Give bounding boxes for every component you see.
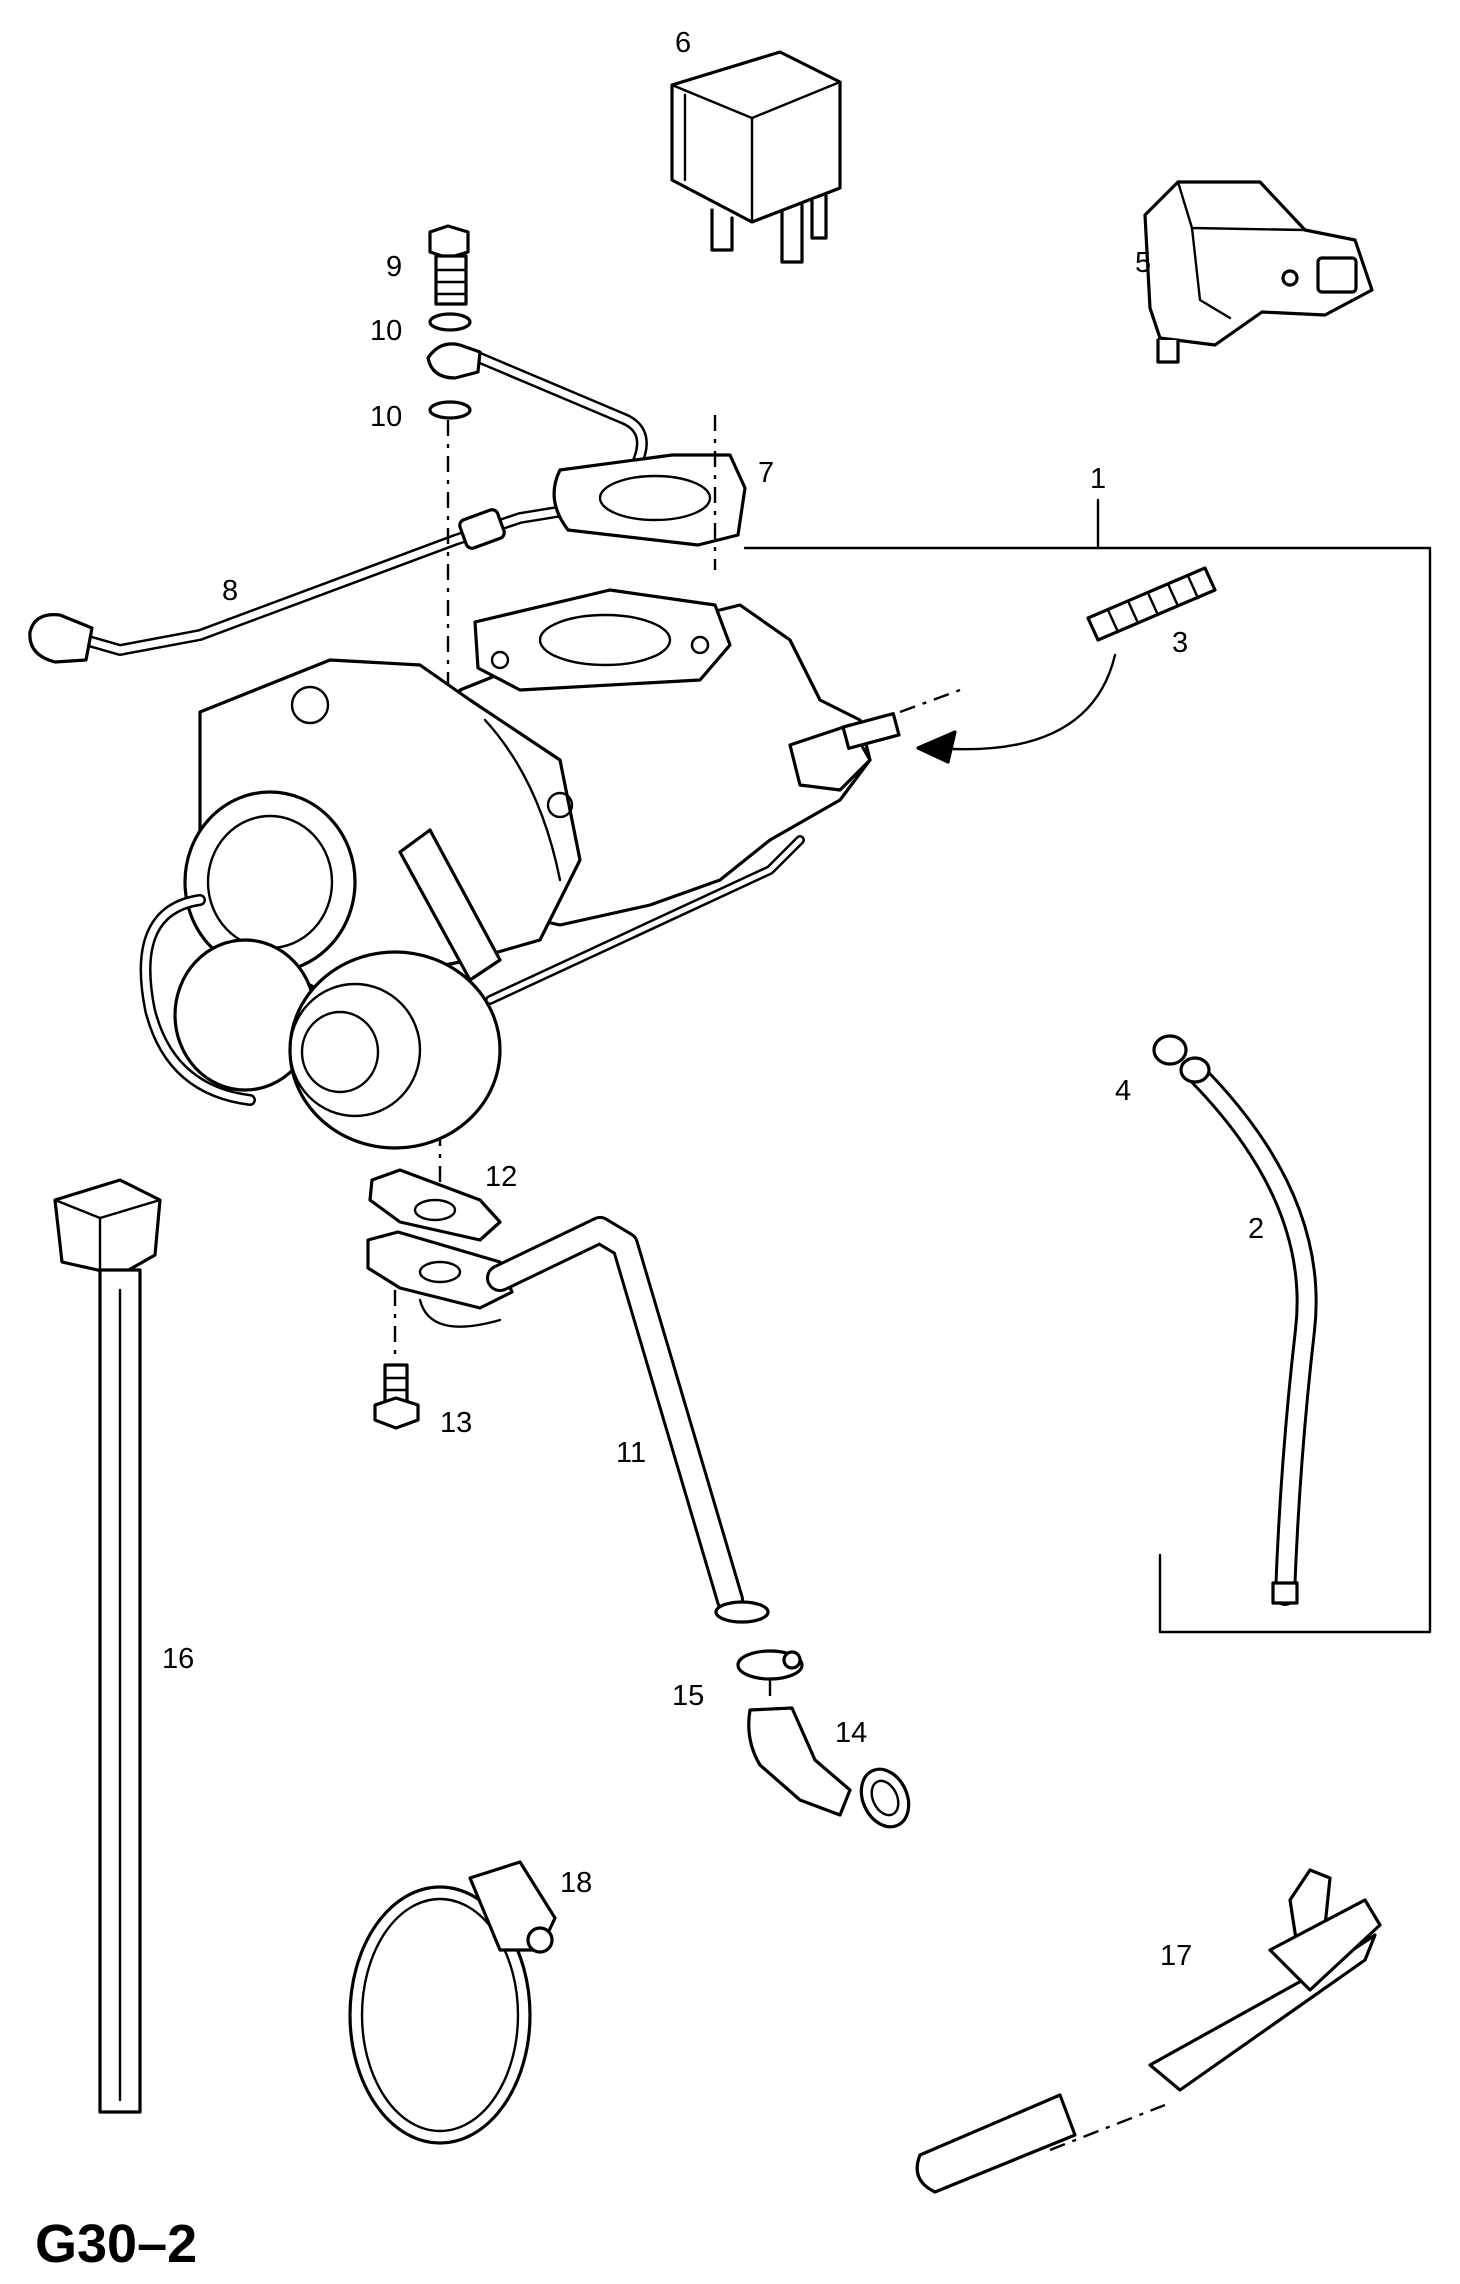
washer-upper <box>428 312 472 332</box>
assembly-bracket <box>743 498 1432 1634</box>
oil-drain-pipe <box>366 1216 770 1624</box>
diagram-code: G30–2 <box>35 2214 197 2274</box>
flange-gasket <box>552 453 747 547</box>
callout-3: 3 <box>1172 627 1188 659</box>
washer-lower <box>428 400 472 420</box>
callout-2: 2 <box>1248 1213 1264 1245</box>
callout-7: 7 <box>758 457 774 489</box>
stud <box>916 566 1217 764</box>
callout-4: 4 <box>1115 1075 1131 1107</box>
callout-8: 8 <box>222 575 238 607</box>
callout-15: 15 <box>672 1680 704 1712</box>
cable-tie-long <box>53 1178 162 2114</box>
relay <box>670 50 842 264</box>
callout-5: 5 <box>1135 247 1151 279</box>
elbow-hose <box>747 1706 911 1829</box>
banjo-bolt <box>428 224 470 306</box>
vacuum-hose <box>1179 1056 1318 1606</box>
drain-gasket <box>368 1168 502 1242</box>
turbocharger <box>139 588 901 1150</box>
callout-10a: 10 <box>370 315 402 347</box>
callout-17: 17 <box>1160 1940 1192 1972</box>
callout-16: 16 <box>162 1643 194 1675</box>
callout-11: 11 <box>616 1437 646 1469</box>
hose-clamp-small <box>736 1649 804 1681</box>
callout-1: 1 <box>1090 463 1106 495</box>
callout-13: 13 <box>440 1407 472 1439</box>
cable-tie-short <box>915 1868 1382 2194</box>
callout-12: 12 <box>485 1161 517 1193</box>
axis-stud <box>899 688 961 714</box>
callout-10b: 10 <box>370 401 402 433</box>
worm-clamp <box>348 1860 557 2145</box>
callout-9: 9 <box>386 251 402 283</box>
union-nut <box>1152 1034 1188 1066</box>
axis-tie <box>1049 2103 1166 2152</box>
callout-18: 18 <box>560 1867 592 1899</box>
callout-6: 6 <box>675 27 691 59</box>
drain-bolt <box>373 1363 420 1430</box>
callout-14: 14 <box>835 1717 867 1749</box>
pressure-sensor <box>1143 180 1374 364</box>
